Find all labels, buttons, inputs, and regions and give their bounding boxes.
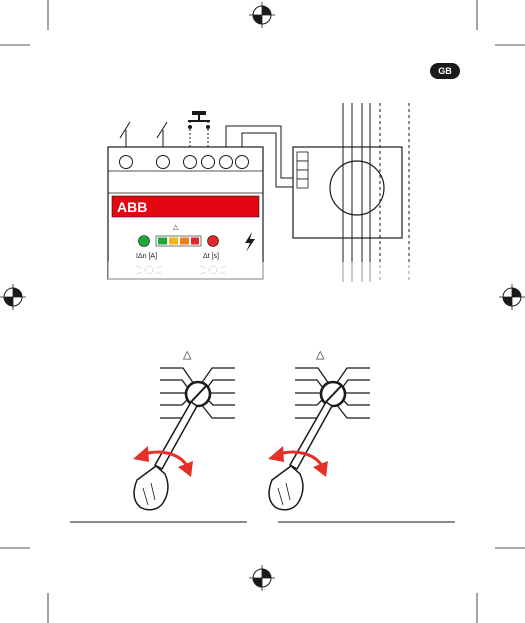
relay-device: ABB △ IΔn [A] Δt [s]: [108, 147, 268, 282]
led-green: [139, 236, 150, 247]
brand-logo: ABB: [117, 199, 147, 215]
terminal: [120, 156, 133, 169]
registration-mark-icon: [499, 284, 525, 310]
left-dial-symbol: △: [183, 349, 192, 361]
terminal: [184, 156, 197, 169]
warning-symbol: △: [173, 224, 179, 231]
label-idn: IΔn [A]: [136, 253, 157, 260]
left-adjustment-figure: △: [70, 349, 247, 522]
terminal: [202, 156, 215, 169]
current-transformer-icon: [293, 147, 402, 238]
right-dial-symbol: △: [316, 349, 325, 361]
led-red: [208, 236, 219, 247]
right-adjustment-figure: △: [268, 349, 455, 522]
terminal: [220, 156, 233, 169]
registration-mark-icon: [249, 565, 275, 591]
registration-mark-icon: [0, 284, 26, 310]
language-badge: GB: [430, 63, 460, 79]
registration-mark-icon: [249, 2, 275, 28]
terminal: [236, 156, 249, 169]
terminal: [157, 156, 170, 169]
label-dt: Δt [s]: [203, 253, 219, 260]
